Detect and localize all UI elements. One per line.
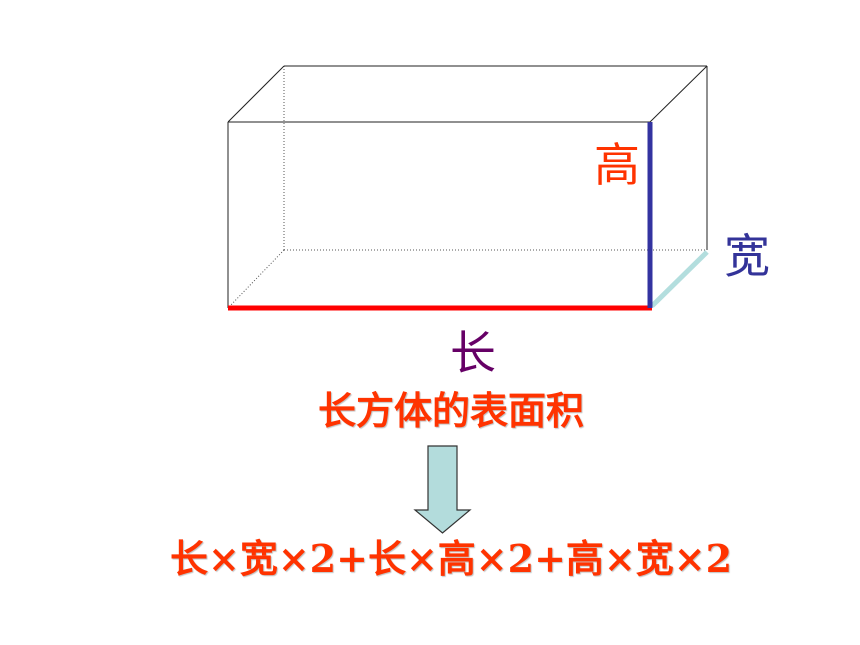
surface-area-title: 长方体的表面积 bbox=[318, 388, 585, 433]
surface-area-formula: 长×宽×2+长×高×2+高×宽×2 bbox=[170, 536, 733, 581]
height-label: 高 bbox=[594, 138, 640, 192]
length-label: 长 bbox=[450, 326, 496, 380]
width-label: 宽 bbox=[724, 229, 770, 283]
visible-edges bbox=[227, 65, 708, 308]
down-arrow-icon bbox=[413, 445, 472, 534]
edge-depth-top-left bbox=[227, 65, 285, 123]
hidden-edges bbox=[227, 66, 707, 309]
width-edge bbox=[650, 250, 709, 308]
hidden-edge-depth-bottom-left bbox=[227, 249, 285, 309]
edge-depth-top-right bbox=[649, 65, 708, 123]
